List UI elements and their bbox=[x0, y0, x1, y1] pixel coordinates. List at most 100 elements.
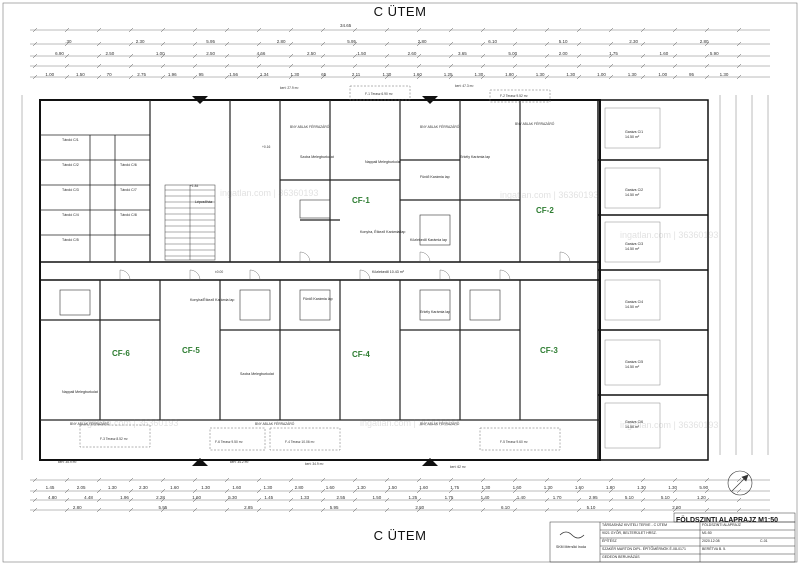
dimension-tick bbox=[384, 41, 390, 47]
top-dim: 1.30 bbox=[719, 72, 729, 77]
dimension-tick bbox=[480, 63, 486, 69]
dimension-tick bbox=[544, 63, 550, 69]
level-label: +0.16 bbox=[262, 145, 271, 149]
bottom-dim: 2.05 bbox=[76, 485, 86, 490]
bottom-dim: 1.60 bbox=[170, 485, 179, 490]
dimension-tick bbox=[448, 63, 454, 69]
dimension-tick bbox=[736, 74, 742, 80]
bottom-dim: 1.75 bbox=[450, 485, 460, 490]
dimension-tick bbox=[480, 477, 486, 483]
dimension-tick bbox=[544, 507, 550, 513]
dimension-tick bbox=[416, 507, 422, 513]
top-dim: 95 bbox=[198, 72, 204, 77]
bottom-dim: 2.28 bbox=[156, 495, 165, 500]
terrace-label: F-6 Terasz 9.50 m² bbox=[215, 440, 243, 444]
dimension-tick bbox=[288, 41, 294, 47]
top-dim: 2.30 bbox=[135, 39, 145, 44]
level-label: +1.84 bbox=[190, 184, 199, 188]
dimension-tick bbox=[448, 477, 454, 483]
dimension-tick bbox=[32, 477, 38, 483]
dimension-tick bbox=[352, 488, 358, 494]
dimension-tick bbox=[64, 63, 70, 69]
door-swing bbox=[249, 269, 261, 281]
dimension-tick bbox=[416, 41, 422, 47]
dimension-tick bbox=[288, 488, 294, 494]
storage-label: Tároló C/6 bbox=[120, 163, 137, 167]
dimension-tick bbox=[736, 497, 742, 503]
tb-role: ÉPÍTÉSZ bbox=[602, 539, 617, 543]
dimension-tick bbox=[704, 497, 710, 503]
dimension-tick bbox=[96, 74, 102, 80]
bottom-dim: 1.60 bbox=[574, 485, 584, 490]
dimension-tick bbox=[608, 507, 614, 513]
dimension-tick bbox=[736, 41, 742, 47]
top-dim: 1.34 bbox=[259, 72, 269, 77]
bottom-dim: 4.80 bbox=[48, 495, 57, 500]
watermark: ingatlan.com | 36360193 bbox=[620, 420, 719, 430]
dimension-tick bbox=[704, 53, 710, 59]
garden-label: kert: 47.3 m² bbox=[455, 84, 474, 88]
bottom-dim: 5.95 bbox=[158, 505, 168, 510]
room-label: Nappali Melegburkolat bbox=[62, 390, 98, 394]
room-label: Szoba Melegburkolat bbox=[240, 372, 274, 376]
top-dim: 95 bbox=[689, 72, 695, 77]
north-arrow bbox=[727, 470, 753, 496]
dimension-tick bbox=[352, 507, 358, 513]
bottom-dim: 1.30 bbox=[543, 485, 553, 490]
dimension-tick bbox=[640, 477, 646, 483]
dimension-tick bbox=[416, 63, 422, 69]
garage-area: 14.50 m² bbox=[625, 365, 640, 369]
dimension-tick bbox=[672, 74, 678, 80]
dimension-tick bbox=[384, 74, 390, 80]
door-swing bbox=[119, 269, 131, 281]
tb-office: SKM Mérnöki Iroda bbox=[556, 545, 586, 549]
dimension-tick bbox=[512, 27, 518, 33]
dimension-tick bbox=[128, 488, 134, 494]
dimension-tick bbox=[736, 488, 742, 494]
dimension-tick bbox=[608, 488, 614, 494]
tb-address: 9021 GYŐR, BELTERÜLET HRSZ. bbox=[602, 531, 657, 535]
dimension-tick bbox=[576, 63, 582, 69]
bottom-dim: 1.20 bbox=[696, 495, 706, 500]
dimension-tick bbox=[512, 488, 518, 494]
top-dim: 2.50 bbox=[206, 51, 216, 56]
dimension-tick bbox=[320, 74, 326, 80]
bottom-dim: 1.30 bbox=[356, 485, 366, 490]
dimension-tick bbox=[480, 488, 486, 494]
dimension-tick bbox=[576, 74, 582, 80]
dimension-tick bbox=[608, 497, 614, 503]
garden-label: kert: 35.9 m² bbox=[58, 460, 77, 464]
storage-label: Tároló C/1 bbox=[62, 138, 79, 142]
watermark: ingatlan.com | 36360193 bbox=[220, 188, 319, 198]
dimension-tick bbox=[544, 53, 550, 59]
dimension-tick bbox=[96, 63, 102, 69]
dimension-tick bbox=[704, 507, 710, 513]
dimension-tick bbox=[352, 41, 358, 47]
garage-label: Garázs C/5 bbox=[625, 360, 644, 364]
bottom-dim: 5.10 bbox=[586, 505, 596, 510]
dimension-tick bbox=[64, 41, 70, 47]
dimension-tick bbox=[416, 488, 422, 494]
bottom-dim: 1.30 bbox=[668, 485, 678, 490]
top-dim: 1.60 bbox=[413, 72, 422, 77]
top-dim: 2.11 bbox=[351, 72, 361, 77]
top-dim: 5.90 bbox=[709, 51, 719, 56]
bottom-dim: 1.30 bbox=[637, 485, 646, 490]
dimension-tick bbox=[480, 27, 486, 33]
top-dim: 1.30 bbox=[566, 72, 576, 77]
bottom-dim: 2.85 bbox=[244, 505, 253, 510]
dimension-tick bbox=[64, 74, 70, 80]
dimension-tick bbox=[288, 507, 294, 513]
bottom-title: C ÜTEM bbox=[373, 528, 427, 543]
dimension-tick bbox=[32, 507, 38, 513]
bottom-dim: 1.60 bbox=[192, 495, 201, 500]
dimension-tick bbox=[224, 53, 230, 59]
bottom-dim: 2.80 bbox=[672, 505, 681, 510]
dimension-tick bbox=[384, 507, 390, 513]
door-swings bbox=[119, 251, 571, 281]
dimension-tick bbox=[224, 507, 230, 513]
dimension-tick bbox=[576, 507, 582, 513]
top-dim: 1.25 bbox=[443, 72, 453, 77]
garage-area: 14.50 m² bbox=[625, 135, 640, 139]
dimension-tick bbox=[288, 63, 294, 69]
